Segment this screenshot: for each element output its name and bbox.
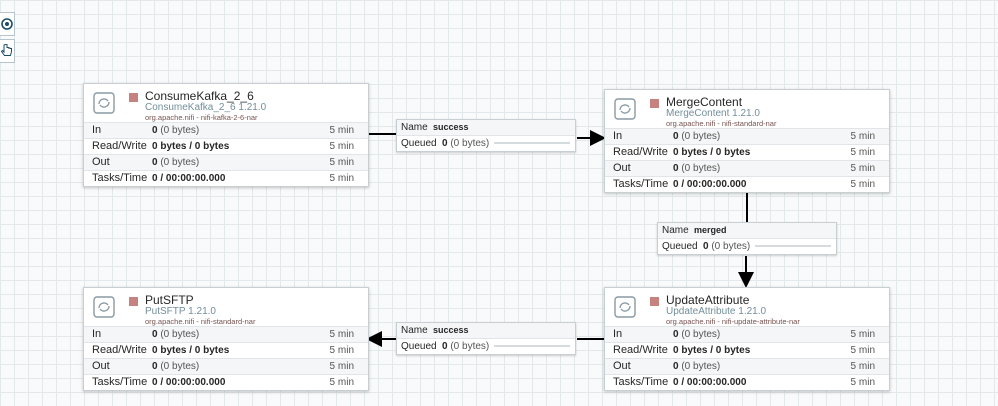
processor-header: PutSFTP PutSFTP 1.21.0 org.apache.nifi -… bbox=[84, 288, 368, 327]
processor-bundle: org.apache.nifi - nifi-standard-nar bbox=[666, 119, 777, 128]
queue-progress-bar bbox=[494, 142, 570, 144]
processor-updateattribute[interactable]: UpdateAttribute UpdateAttribute 1.21.0 o… bbox=[604, 287, 890, 391]
processor-name: UpdateAttribute bbox=[666, 293, 750, 307]
connection-success-1[interactable]: Name success Queued 0 (0 bytes) bbox=[396, 119, 576, 152]
processor-icon bbox=[93, 92, 115, 114]
stat-out: Out 0 (0 bytes) 5 min bbox=[84, 155, 368, 171]
processor-stats: In 0 (0 bytes) 5 min Read/Write 0 bytes … bbox=[84, 327, 368, 390]
pointer-button[interactable] bbox=[0, 39, 15, 63]
processor-icon bbox=[93, 296, 115, 318]
processor-header: ConsumeKafka_2_6 ConsumeKafka_2_6 1.21.0… bbox=[84, 84, 368, 123]
processor-stats: In 0 (0 bytes) 5 min Read/Write 0 bytes … bbox=[84, 123, 368, 186]
stat-out: Out 0 (0 bytes) 5 min bbox=[84, 359, 368, 375]
stat-read-write: Read/Write 0 bytes / 0 bytes 5 min bbox=[605, 145, 889, 161]
stat-out: Out 0 (0 bytes) 5 min bbox=[605, 359, 889, 375]
stat-read-write: Read/Write 0 bytes / 0 bytes 5 min bbox=[84, 343, 368, 359]
processor-bundle: org.apache.nifi - nifi-standard-nar bbox=[145, 317, 256, 326]
processor-header: UpdateAttribute UpdateAttribute 1.21.0 o… bbox=[605, 288, 889, 327]
connection-queued-row: Queued 0 (0 bytes) bbox=[658, 239, 836, 254]
connection-queued-row: Queued 0 (0 bytes) bbox=[397, 136, 575, 151]
navigate-button[interactable] bbox=[0, 12, 15, 36]
processor-type: ConsumeKafka_2_6 1.21.0 bbox=[145, 102, 267, 113]
stat-read-write: Read/Write 0 bytes / 0 bytes 5 min bbox=[605, 343, 889, 359]
processor-putsftp[interactable]: PutSFTP PutSFTP 1.21.0 org.apache.nifi -… bbox=[83, 287, 369, 391]
processor-type: PutSFTP 1.21.0 bbox=[145, 306, 216, 317]
processor-stats: In 0 (0 bytes) 5 min Read/Write 0 bytes … bbox=[605, 327, 889, 390]
processor-type: MergeContent 1.21.0 bbox=[666, 108, 760, 119]
processor-header: MergeContent MergeContent 1.21.0 org.apa… bbox=[605, 90, 889, 129]
processor-type: UpdateAttribute 1.21.0 bbox=[666, 306, 767, 317]
stat-tasks-time: Tasks/Time 0 / 00:00:00.000 5 min bbox=[613, 376, 875, 388]
stat-tasks-time: Tasks/Time 0 / 00:00:00.000 5 min bbox=[92, 172, 354, 184]
processor-name: MergeContent bbox=[666, 95, 743, 109]
stat-in: In 0 (0 bytes) 5 min bbox=[84, 123, 368, 139]
canvas-tools bbox=[0, 12, 15, 66]
navigate-icon bbox=[1, 18, 13, 30]
processor-consumekafka[interactable]: ConsumeKafka_2_6 ConsumeKafka_2_6 1.21.0… bbox=[83, 83, 369, 187]
processor-icon bbox=[614, 296, 636, 318]
queue-progress-bar bbox=[755, 245, 831, 247]
queue-progress-bar bbox=[494, 345, 570, 347]
stat-read-write: Read/Write 0 bytes / 0 bytes 5 min bbox=[84, 139, 368, 155]
processor-mergecontent[interactable]: MergeContent MergeContent 1.21.0 org.apa… bbox=[604, 89, 890, 193]
stat-in: In 0 (0 bytes) 5 min bbox=[84, 327, 368, 343]
stopped-square-icon bbox=[129, 297, 138, 306]
processor-name: ConsumeKafka_2_6 bbox=[145, 89, 254, 103]
connection-name-row: Name success bbox=[397, 323, 575, 339]
processor-name: PutSFTP bbox=[145, 293, 194, 307]
stopped-square-icon bbox=[650, 99, 659, 108]
stat-tasks-time: Tasks/Time 0 / 00:00:00.000 5 min bbox=[613, 178, 875, 190]
stat-in: In 0 (0 bytes) 5 min bbox=[605, 129, 889, 145]
stat-in: In 0 (0 bytes) 5 min bbox=[605, 327, 889, 343]
connection-merged[interactable]: Name merged Queued 0 (0 bytes) bbox=[657, 222, 837, 255]
connection-success-2[interactable]: Name success Queued 0 (0 bytes) bbox=[396, 322, 576, 355]
stat-tasks-time: Tasks/Time 0 / 00:00:00.000 5 min bbox=[92, 376, 354, 388]
connection-name-row: Name success bbox=[397, 120, 575, 136]
processor-bundle: org.apache.nifi - nifi-kafka-2-6-nar bbox=[145, 113, 258, 122]
pointer-hand-icon bbox=[1, 44, 12, 56]
connection-queued-row: Queued 0 (0 bytes) bbox=[397, 339, 575, 354]
stat-out: Out 0 (0 bytes) 5 min bbox=[605, 161, 889, 177]
connection-name-row: Name merged bbox=[658, 223, 836, 239]
stopped-square-icon bbox=[650, 297, 659, 306]
processor-stats: In 0 (0 bytes) 5 min Read/Write 0 bytes … bbox=[605, 129, 889, 192]
stopped-square-icon bbox=[129, 93, 138, 102]
processor-icon bbox=[614, 98, 636, 120]
processor-bundle: org.apache.nifi - nifi-update-attribute-… bbox=[666, 317, 800, 326]
